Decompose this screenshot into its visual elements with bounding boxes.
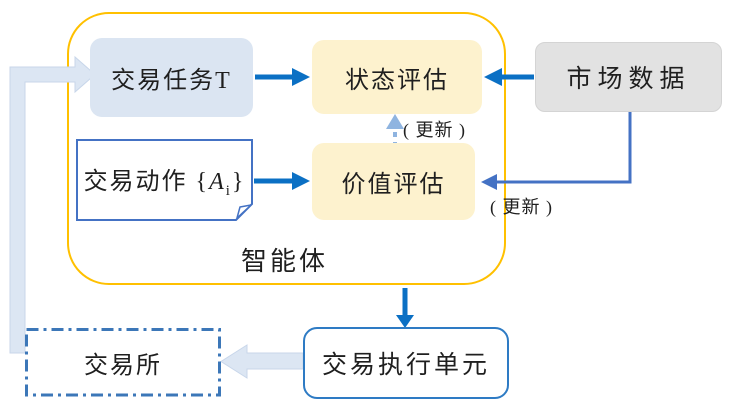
trading-actions-label: 交易动作 {Ai} <box>84 161 246 200</box>
market-to-value-elbow-arrow <box>497 112 632 184</box>
node-trading-task: 交易任务T <box>90 38 253 117</box>
trading-actions-prefix: 交易动作 { <box>83 168 210 195</box>
market-data-label: 市场数据 <box>566 66 691 93</box>
exec-to-exchange-block-arrow <box>220 344 304 379</box>
state-update-annotation: ( 更新 ) <box>403 120 466 140</box>
node-value-evaluation: 价值评估 <box>312 143 475 220</box>
node-state-evaluation: 状态评估 <box>312 40 482 114</box>
node-trading-actions: 交易动作 {Ai} <box>77 140 252 220</box>
trading-actions-variable: A <box>209 168 226 195</box>
execution-unit-label: 交易执行单元 <box>321 352 490 379</box>
node-exchange: 交易所 <box>25 328 221 396</box>
value-evaluation-label: 价值评估 <box>341 172 446 198</box>
exchange-label: 交易所 <box>84 352 162 379</box>
trading-actions-suffix: } <box>231 168 246 195</box>
trading-task-label: 交易任务T <box>111 68 232 94</box>
state-evaluation-label: 状态评估 <box>345 67 449 94</box>
agent-label: 智能体 <box>240 247 328 276</box>
node-execution-unit: 交易执行单元 <box>303 327 509 399</box>
node-market-data: 市场数据 <box>535 42 722 112</box>
value-update-annotation: ( 更新 ) <box>490 197 553 217</box>
